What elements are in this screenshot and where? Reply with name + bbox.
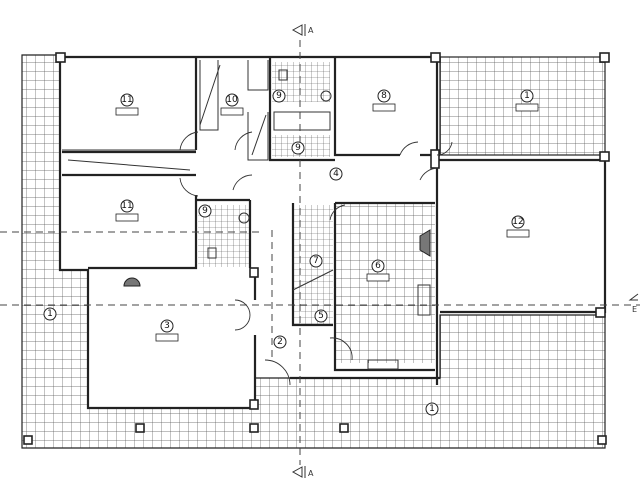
room-label-room-12: 12 [506,215,530,238]
room-number: 11 [121,201,132,211]
sink-icon [238,212,250,224]
room-number: 4 [333,169,339,179]
section-marker-right: E [628,293,639,314]
room-number-circle [43,307,57,321]
room-number-circle [511,215,525,229]
kitchen-sink-icon [367,359,399,370]
room-label-entry: 2 [273,335,287,349]
room-area-box [366,273,390,282]
room-number: 9 [276,91,282,101]
room-number: 6 [375,261,381,271]
room-number: 2 [277,337,283,347]
room-number: 8 [381,91,387,101]
room-number: 1 [429,404,435,414]
room-number: 10 [226,95,238,105]
section-lines [0,40,640,465]
fixtures [123,69,431,370]
room-label-bedroom-lower-left: 11 [115,199,139,222]
room-number: 9 [295,143,301,153]
room-area-box [115,107,139,116]
room-number-circle [314,309,328,323]
room-number: 1 [47,309,53,319]
room-number-circle [291,141,305,155]
room-label-terrace-top-right: 1 [515,89,539,112]
toilet-icon [207,247,217,259]
room-area-box [220,107,244,116]
room-area-box [372,103,396,112]
room-number-circle [120,93,134,107]
room-number-circle [273,335,287,349]
section-marker-bottom: A [291,466,314,478]
room-label-dressing: 10 [220,93,244,116]
section-marker-label: E [632,305,637,314]
room-number-circle [377,89,391,103]
section-marker-top: A [291,24,314,36]
room-label-living: 3 [155,319,179,342]
room-label-kitchen: 6 [366,259,390,282]
room-area-box [506,229,530,238]
sink-icon [320,90,332,102]
room-label-stair: 7 [309,254,323,268]
room-number: 3 [164,321,170,331]
room-area-box [515,103,539,112]
room-number: 12 [512,217,523,227]
columns [23,52,610,445]
room-number: 9 [202,206,208,216]
room-area-box [155,333,179,342]
room-number-circle [425,402,439,416]
walls [58,55,607,410]
room-number: 5 [318,311,324,321]
room-area-box [115,213,139,222]
room-number: 11 [121,95,132,105]
room-number-circle [371,259,385,273]
room-number-circle [272,89,286,103]
room-number: 1 [524,91,530,101]
room-label-storage: 5 [314,309,328,323]
room-number-circle [198,204,212,218]
room-label-bath-top: 9 [272,89,286,103]
hob-icon [417,284,431,316]
room-number-circle [309,254,323,268]
room-label-room-8: 8 [372,89,396,112]
room-number-circle [225,93,239,107]
section-marker-label: A [308,26,314,35]
room-number-circle [120,199,134,213]
door-swings [179,131,453,386]
room-label-bath-left: 9 [198,204,212,218]
room-label-bath-middle: 9 [291,141,305,155]
section-marker-label: A [308,469,314,478]
fireplace-icon [123,277,141,287]
room-label-terrace-left: 1 [43,307,57,321]
room-label-hall: 4 [329,167,343,181]
toilet-icon [278,69,288,81]
room-number-circle [520,89,534,103]
room-label-terrace-bottom: 1 [425,402,439,416]
interior-fill [62,58,604,406]
room-number: 7 [313,256,319,266]
fireplace-icon [419,229,431,257]
room-label-bedroom-top-left: 11 [115,93,139,116]
room-number-circle [329,167,343,181]
room-number-circle [160,319,174,333]
